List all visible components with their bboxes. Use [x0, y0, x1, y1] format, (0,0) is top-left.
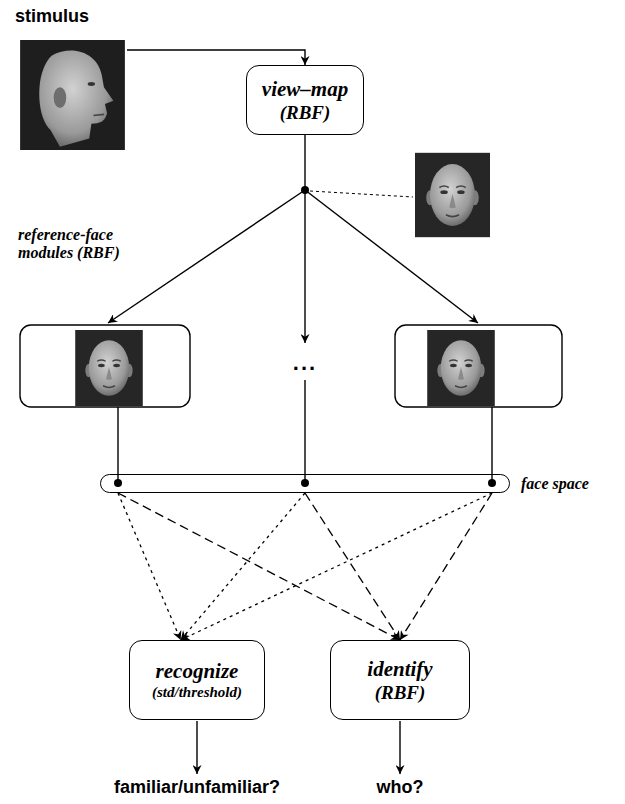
reference-face-image [427, 330, 495, 406]
node-text: face space [521, 475, 589, 493]
node-text: (std/threshold) [152, 684, 242, 701]
node-text: view–map [262, 77, 348, 102]
face-space-bar: face space [100, 474, 510, 493]
connector-line [181, 493, 305, 640]
module-arrow [305, 190, 478, 323]
reference-face-image [75, 330, 143, 406]
face-space-dot [301, 479, 309, 487]
output-label: who? [377, 777, 424, 798]
leader-line [310, 191, 413, 197]
output-arrow [196, 721, 197, 774]
ellipsis-mark: ... [293, 350, 317, 376]
output-arrow [399, 721, 400, 774]
face-space-dot [488, 479, 496, 487]
module-output-line [304, 380, 305, 481]
module-box [395, 325, 562, 407]
connector [118, 493, 492, 640]
node-text: (RBF) [280, 102, 331, 124]
connector-line [400, 493, 492, 640]
module-output-line [117, 407, 118, 481]
stimulus-panel: stimulus [15, 6, 127, 154]
view-map-output-line [304, 135, 305, 187]
module-arrow [304, 190, 305, 343]
face-space-dot [114, 479, 122, 487]
module-box [20, 325, 190, 407]
normalized-face-image [415, 153, 490, 237]
process-box: recognize(std/threshold) [129, 640, 265, 720]
node-text: (RBF) [375, 682, 426, 704]
connector-line [118, 493, 181, 640]
stimulus-face-image [20, 40, 125, 150]
module-output-line [491, 407, 492, 481]
node-text: identify [367, 657, 432, 682]
module-arrow [108, 190, 305, 323]
output-label: familiar/unfamiliar? [114, 777, 280, 798]
connector-line [127, 50, 305, 65]
process-box: view–map(RBF) [246, 65, 364, 135]
connector [118, 493, 492, 640]
connector-line [181, 493, 492, 640]
node-text: recognize [156, 659, 239, 684]
connector-line [118, 493, 400, 640]
group-label: reference-face modules (RBF) [18, 226, 134, 262]
connector [127, 50, 305, 65]
node-text: stimulus [15, 6, 127, 27]
connector-line [305, 493, 400, 640]
process-box: identify(RBF) [330, 640, 470, 720]
